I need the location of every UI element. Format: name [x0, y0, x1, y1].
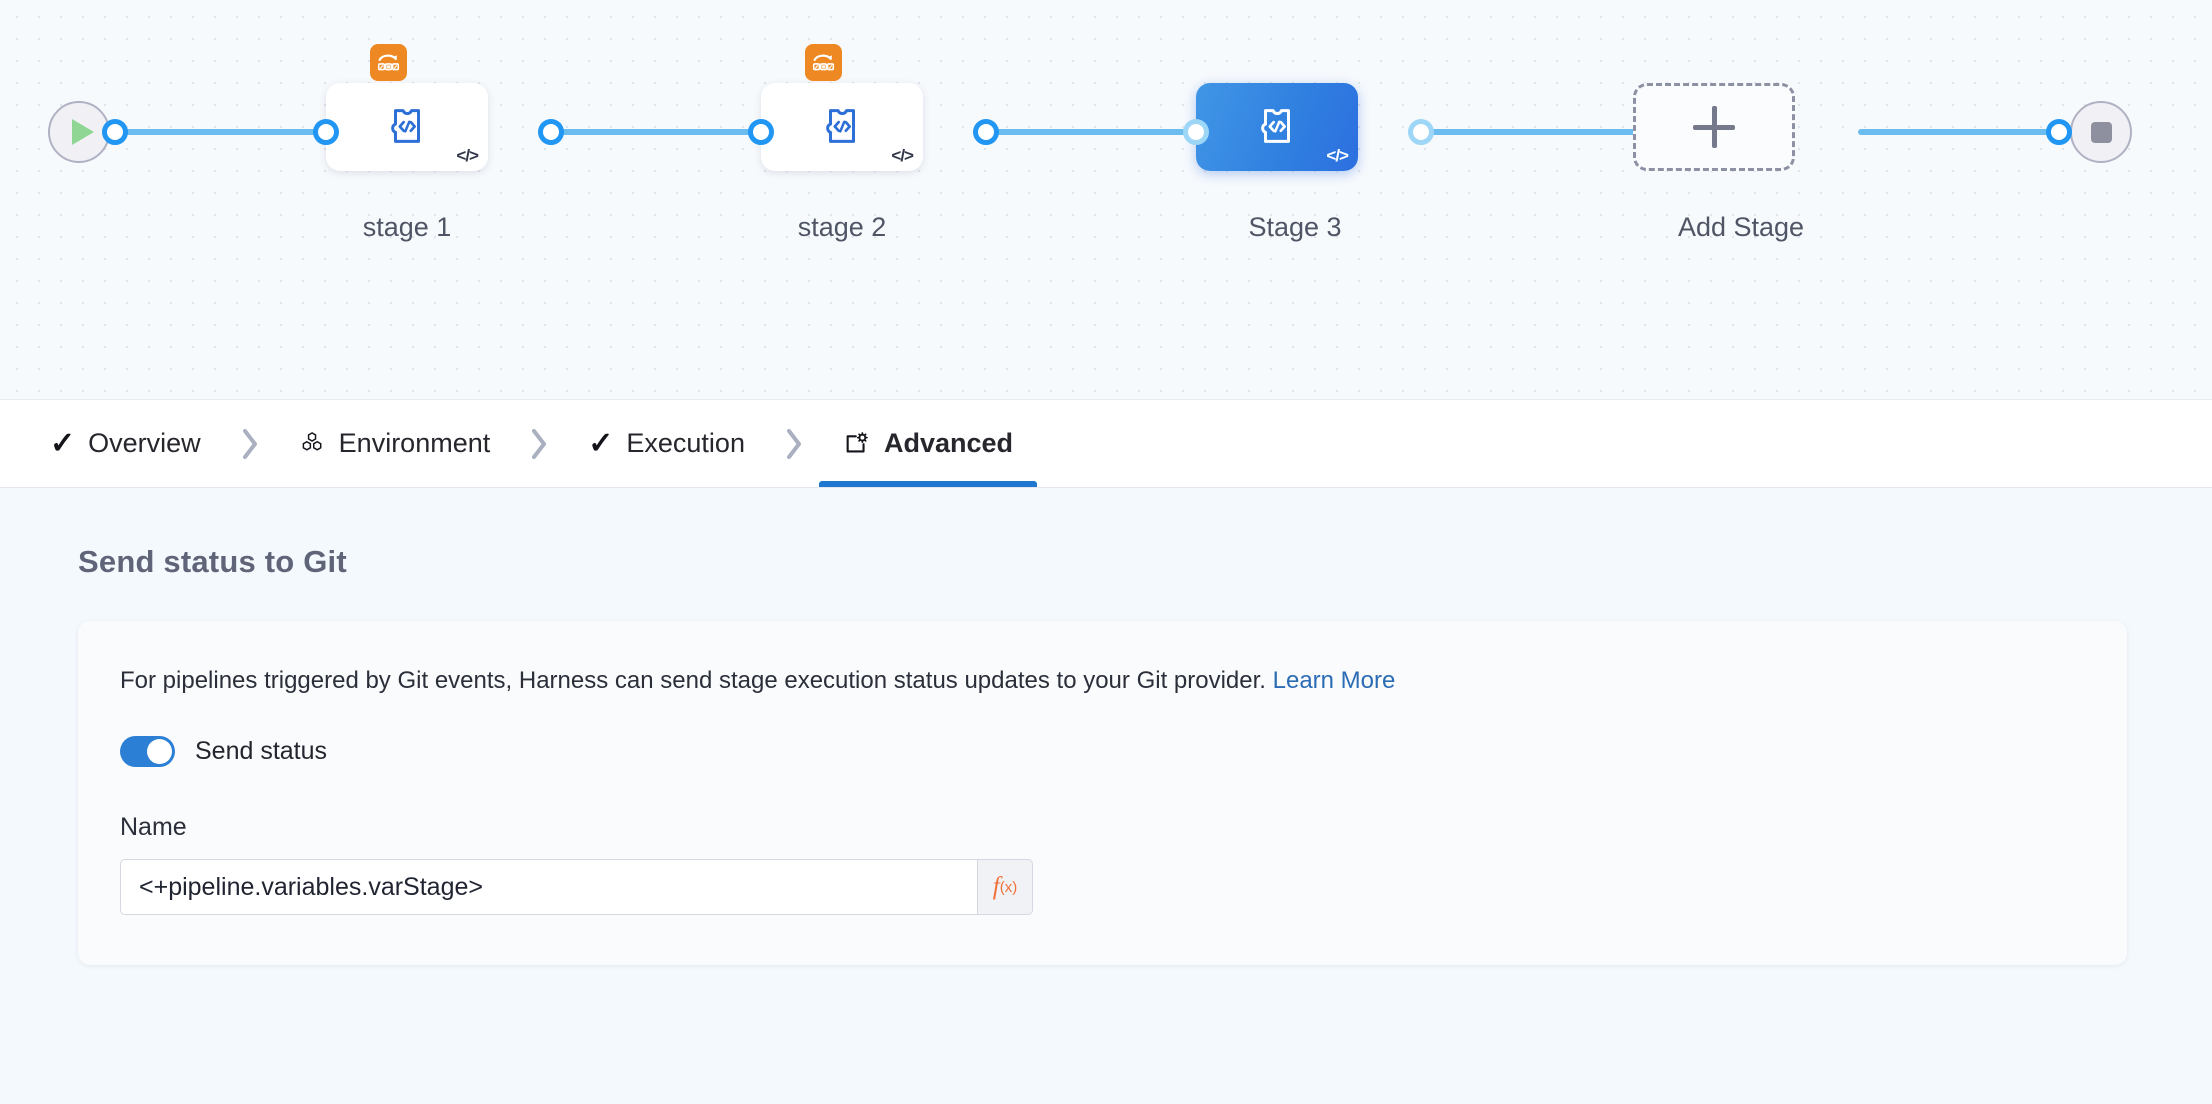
tab-execution-label: Execution	[626, 428, 745, 458]
stage2-input-port[interactable]	[748, 119, 774, 145]
tab-separator-3	[769, 400, 819, 487]
stage-node-3[interactable]: </>	[1196, 83, 1358, 171]
code-icon-2: </>	[891, 146, 914, 165]
check-icon: ✓	[50, 426, 76, 460]
add-stage-label: Add Stage	[1677, 212, 1805, 242]
tab-environment-label: Environment	[338, 428, 491, 458]
tab-advanced-label: Advanced	[883, 428, 1014, 458]
chevron-right-icon	[786, 428, 801, 459]
stage-label-1: stage 1	[362, 212, 452, 242]
connector-add-to-end	[1858, 129, 2058, 135]
stage-label-3: Stage 3	[1248, 212, 1342, 242]
pipeline-canvas[interactable]: </> stage 1 </> stage 2	[0, 0, 2212, 400]
hexagon-cluster-icon	[302, 432, 322, 451]
conditional-execution-badge-1	[370, 44, 407, 81]
custom-stage-icon	[826, 109, 855, 143]
stage-node-2[interactable]: </>	[761, 44, 923, 171]
tab-overview-label: Overview	[88, 428, 201, 458]
conditional-skip-icon	[812, 54, 835, 71]
code-icon-3: </>	[1326, 146, 1349, 165]
fx-label: f	[992, 873, 1000, 901]
connector-start-to-stage1	[118, 129, 318, 135]
pipeline-end-node[interactable]	[2070, 101, 2132, 163]
stage1-output-port[interactable]	[538, 119, 564, 145]
send-status-to-git-card: For pipelines triggered by Git events, H…	[78, 621, 2127, 966]
send-status-toggle-row: Send status	[120, 736, 2085, 768]
send-status-toggle[interactable]	[120, 736, 175, 768]
tab-overview[interactable]: ✓ Overview	[26, 400, 225, 487]
tab-execution[interactable]: ✓ Execution	[564, 400, 769, 487]
custom-stage-icon	[1261, 109, 1290, 143]
connector-stage3-to-add	[1415, 129, 1635, 135]
card-description-text: For pipelines triggered by Git events, H…	[120, 667, 1266, 694]
stage-label-2: stage 2	[797, 212, 887, 242]
code-icon-1: </>	[456, 146, 479, 165]
stop-icon	[2090, 121, 2112, 143]
tab-environment[interactable]: Environment	[275, 400, 515, 487]
end-input-port[interactable]	[2046, 119, 2072, 145]
connector-stage1-to-stage2	[550, 129, 760, 135]
fx-sub: (x)	[999, 878, 1018, 896]
tab-advanced[interactable]: Advanced	[818, 400, 1038, 487]
chevron-right-icon	[242, 428, 257, 459]
toggle-knob	[147, 739, 172, 765]
check-icon: ✓	[588, 426, 614, 460]
stage-config-tabbar[interactable]: ✓ Overview Environment ✓ Execution	[0, 400, 2212, 488]
stage-node-1[interactable]: </>	[326, 44, 488, 171]
name-field-group: f(x)	[120, 859, 1033, 916]
advanced-tab-content: Send status to Git For pipelines trigger…	[0, 488, 2212, 1104]
send-status-toggle-label: Send status	[195, 737, 328, 766]
conditional-skip-icon	[377, 54, 400, 71]
chevron-right-icon	[532, 428, 547, 459]
add-stage-node[interactable]	[1633, 83, 1795, 171]
tab-separator-1	[225, 400, 275, 487]
tab-separator-2	[514, 400, 564, 487]
stage3-input-port[interactable]	[1183, 119, 1209, 145]
card-description: For pipelines triggered by Git events, H…	[120, 665, 2085, 696]
plus-icon	[1693, 106, 1735, 148]
start-output-port[interactable]	[102, 119, 128, 145]
stage3-output-port[interactable]	[1408, 119, 1434, 145]
conditional-execution-badge-2	[805, 44, 842, 81]
box-gear-icon	[846, 431, 868, 453]
custom-stage-icon	[391, 109, 420, 143]
play-icon	[71, 119, 94, 145]
connector-stage2-to-stage3	[985, 129, 1190, 135]
page-title: Send status to Git	[78, 544, 347, 579]
learn-more-link[interactable]: Learn More	[1272, 667, 1396, 694]
expression-fx-button[interactable]: f(x)	[977, 859, 1033, 916]
pipeline-start-node[interactable]	[48, 101, 110, 163]
name-field-label: Name	[120, 813, 187, 842]
stage1-input-port[interactable]	[313, 119, 339, 145]
stage2-output-port[interactable]	[973, 119, 999, 145]
name-input[interactable]	[120, 859, 977, 916]
